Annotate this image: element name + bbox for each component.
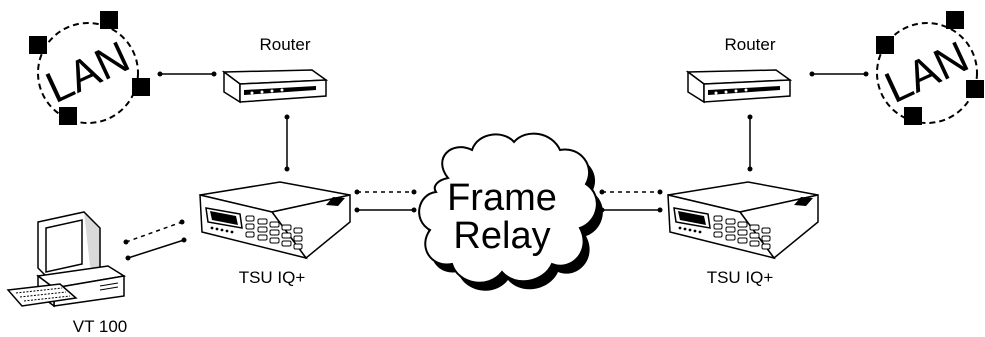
- lan-right-node: [876, 36, 894, 54]
- lan-right-node: [946, 11, 964, 29]
- lan-left-node: [29, 36, 47, 54]
- router-left-label: Router: [259, 35, 310, 54]
- lan-right-ring: [876, 22, 978, 124]
- router-left: Router: [221, 35, 329, 104]
- terminal-vt100: VT 100: [6, 211, 128, 336]
- link-cloud-tsu-right: [599, 189, 663, 213]
- router-right-icon: [685, 69, 793, 104]
- router-left-icon: [221, 69, 329, 104]
- computer-icon: [6, 211, 127, 308]
- cloud-label-line2: Relay: [453, 215, 550, 257]
- tsu-left-icon: [199, 181, 351, 260]
- link-terminal-tsu-left: [123, 219, 187, 261]
- terminal-label: VT 100: [73, 317, 128, 336]
- lan-right: LAN: [876, 11, 984, 125]
- lan-left-node: [59, 107, 77, 125]
- tsu-right: TSU IQ+: [667, 181, 819, 287]
- lan-left-node: [132, 78, 150, 96]
- lan-left-ring: [37, 22, 139, 124]
- frame-relay-cloud: Frame Relay: [418, 132, 603, 291]
- tsu-right-icon: [667, 181, 819, 260]
- cloud-body: [418, 132, 598, 284]
- router-right-label: Router: [724, 35, 775, 54]
- link-router-lan-right: [809, 71, 869, 77]
- lan-right-node: [904, 107, 922, 125]
- tsu-left-label: TSU IQ+: [239, 268, 306, 287]
- link-router-tsu-right: [747, 114, 753, 172]
- lan-right-node: [966, 80, 984, 98]
- tsu-left: TSU IQ+: [199, 181, 351, 287]
- lan-left-label: LAN: [39, 32, 137, 113]
- link-tsu-left-cloud: [354, 189, 417, 213]
- tsu-right-label: TSU IQ+: [707, 268, 774, 287]
- router-right: Router: [685, 35, 793, 104]
- lan-left: LAN: [29, 11, 150, 125]
- link-router-tsu-left: [284, 114, 290, 172]
- cloud-label-line1: Frame: [447, 177, 557, 219]
- lan-left-node: [100, 11, 118, 29]
- link-lan-router-left: [157, 71, 217, 77]
